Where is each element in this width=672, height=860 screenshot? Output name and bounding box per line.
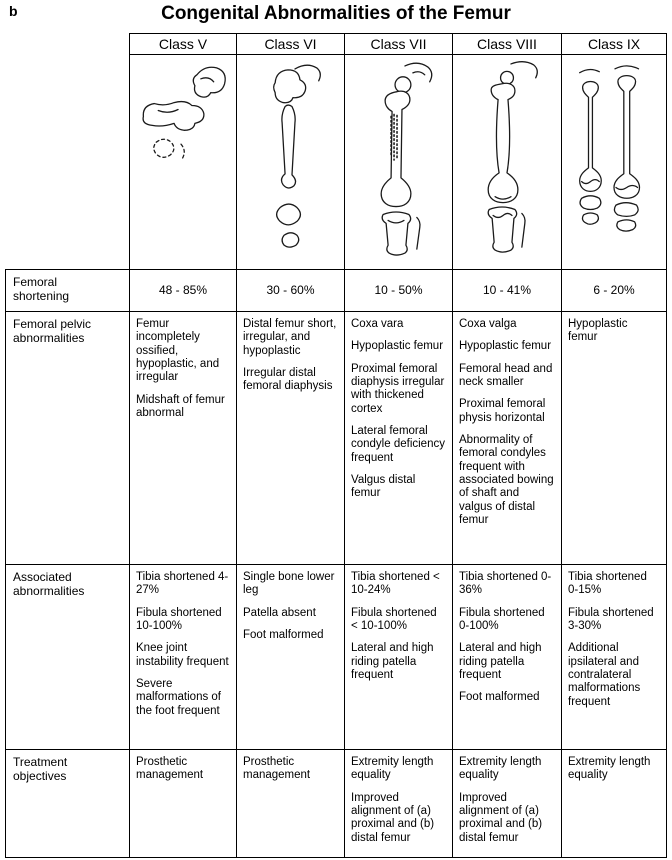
class-vii-bone-illustration <box>380 62 432 256</box>
cell-text: Coxa valga <box>459 318 517 330</box>
cell-text: Femoral head and neck smaller <box>459 362 553 388</box>
row-label-femoral-shortening: Femoral shortening <box>5 270 130 312</box>
associated-cell-class-ix: Tibia shortened 0-15% Fibula shortened 3-… <box>562 565 667 750</box>
row-label-pelvic-abnormalities: Femoral pelvic abnormalities <box>5 312 130 565</box>
figure-title: Congenital Abnormalities of the Femur <box>161 3 511 24</box>
cell-text: Foot malformed <box>459 691 540 704</box>
cell-text: Tibia shortened 4-27% <box>136 571 229 597</box>
shortening-value-class-vii: 10 - 50% <box>345 270 453 312</box>
cell-text: Tibia shortened 0-15% <box>568 571 647 597</box>
class-ix-bone-illustration <box>579 65 641 232</box>
cell-text: Hypoplastic femur <box>459 340 552 353</box>
column-header-class-ix: Class IX <box>562 33 667 55</box>
cell-text: Coxa vara <box>351 318 404 330</box>
cell-text: Prosthetic management <box>243 756 311 782</box>
illustration-cell-class-vii <box>345 55 453 270</box>
column-header-class-vi: Class VI <box>237 33 345 55</box>
cell-text: Irregular distal femoral diaphysis <box>243 366 333 393</box>
cell-text: Femur incompletely ossified, hypoplastic… <box>136 318 220 384</box>
cell-text: Improved alignment of (a) proximal and (… <box>459 791 543 844</box>
cell-text: Extremity length equality <box>459 756 542 782</box>
pelvic-cell-class-ix: Hypoplastic femur <box>562 312 667 565</box>
cell-text: Prosthetic management <box>136 756 204 782</box>
pelvic-cell-class-vi: Distal femur short, irregular, and hypop… <box>237 312 345 565</box>
cell-text: Proximal femoral physis horizontal <box>459 398 546 424</box>
cell-text: Fibula shortened 10-100% <box>136 606 222 632</box>
cell-text: Hypoplastic femur <box>568 318 628 344</box>
cell-text: Extremity length equality <box>351 756 434 782</box>
cell-text: Lateral and high riding patella frequent <box>459 642 542 681</box>
column-header-class-vii: Class VII <box>345 33 453 55</box>
cell-text: Hypoplastic femur <box>351 340 444 353</box>
class-viii-bone-illustration <box>487 61 538 253</box>
figure-panel-label: b <box>9 3 18 19</box>
cell-text: Lateral and high riding patella frequent <box>351 642 434 681</box>
cell-text: Additional ipsilateral and contralateral… <box>568 642 641 708</box>
shortening-value-class-vi: 30 - 60% <box>237 270 345 312</box>
cell-text: Extremity length equality <box>568 756 651 782</box>
row-label-associated-abnormalities: Associated abnormalities <box>5 565 130 750</box>
class-v-bone-illustration <box>142 66 226 160</box>
cell-text: Fibula shortened < 10-100% <box>351 606 437 632</box>
row-label-treatment-objectives: Treatment objectives <box>5 750 130 858</box>
associated-cell-class-v: Tibia shortened 4-27% Fibula shortened 10… <box>130 565 237 750</box>
column-header-class-viii: Class VIII <box>453 33 562 55</box>
cell-text: Patella absent <box>243 606 316 619</box>
header-spacer-cell <box>5 33 130 55</box>
illustration-cell-class-viii <box>453 55 562 270</box>
cell-text: Improved alignment of (a) proximal and (… <box>351 791 435 844</box>
cell-text: Proximal femoral diaphysis irregular wit… <box>351 362 445 415</box>
treatment-cell-class-v: Prosthetic management <box>130 750 237 858</box>
shortening-value-class-v: 48 - 85% <box>130 270 237 312</box>
cell-text: Fibula shortened 0-100% <box>459 606 545 632</box>
shortening-value-class-viii: 10 - 41% <box>453 270 562 312</box>
pelvic-cell-class-v: Femur incompletely ossified, hypoplastic… <box>130 312 237 565</box>
illustration-spacer-cell <box>5 55 130 270</box>
cell-text: Abnormality of femoral condyles frequent… <box>459 433 554 526</box>
treatment-cell-class-vi: Prosthetic management <box>237 750 345 858</box>
associated-cell-class-vii: Tibia shortened < 10-24% Fibula shortened… <box>345 565 453 750</box>
illustration-cell-class-vi <box>237 55 345 270</box>
cell-text: Midshaft of femur abnormal <box>136 393 225 419</box>
column-header-class-v: Class V <box>130 33 237 55</box>
cell-text: Tibia shortened < 10-24% <box>351 571 440 597</box>
cell-text: Lateral femoral condyle deficiency frequ… <box>351 424 445 464</box>
classification-table: Class V Class VI Class VII Class VIII Cl… <box>5 33 667 858</box>
cell-text: Distal femur short, irregular, and hypop… <box>243 318 337 357</box>
cell-text: Knee joint instability frequent <box>136 642 229 668</box>
class-vi-bone-illustration <box>272 64 321 248</box>
cell-text: Single bone lower leg <box>243 571 335 597</box>
shortening-value-class-ix: 6 - 20% <box>562 270 667 312</box>
cell-text: Valgus distal femur <box>351 473 416 500</box>
illustration-cell-class-ix <box>562 55 667 270</box>
illustration-cell-class-v <box>130 55 237 270</box>
treatment-cell-class-ix: Extremity length equality <box>562 750 667 858</box>
cell-text: Foot malformed <box>243 628 324 641</box>
cell-text: Fibula shortened 3-30% <box>568 606 654 632</box>
cell-text: Severe malformations of the foot frequen… <box>136 677 222 717</box>
associated-cell-class-viii: Tibia shortened 0-36% Fibula shortened 0-… <box>453 565 562 750</box>
cell-text: Tibia shortened 0-36% <box>459 571 552 597</box>
